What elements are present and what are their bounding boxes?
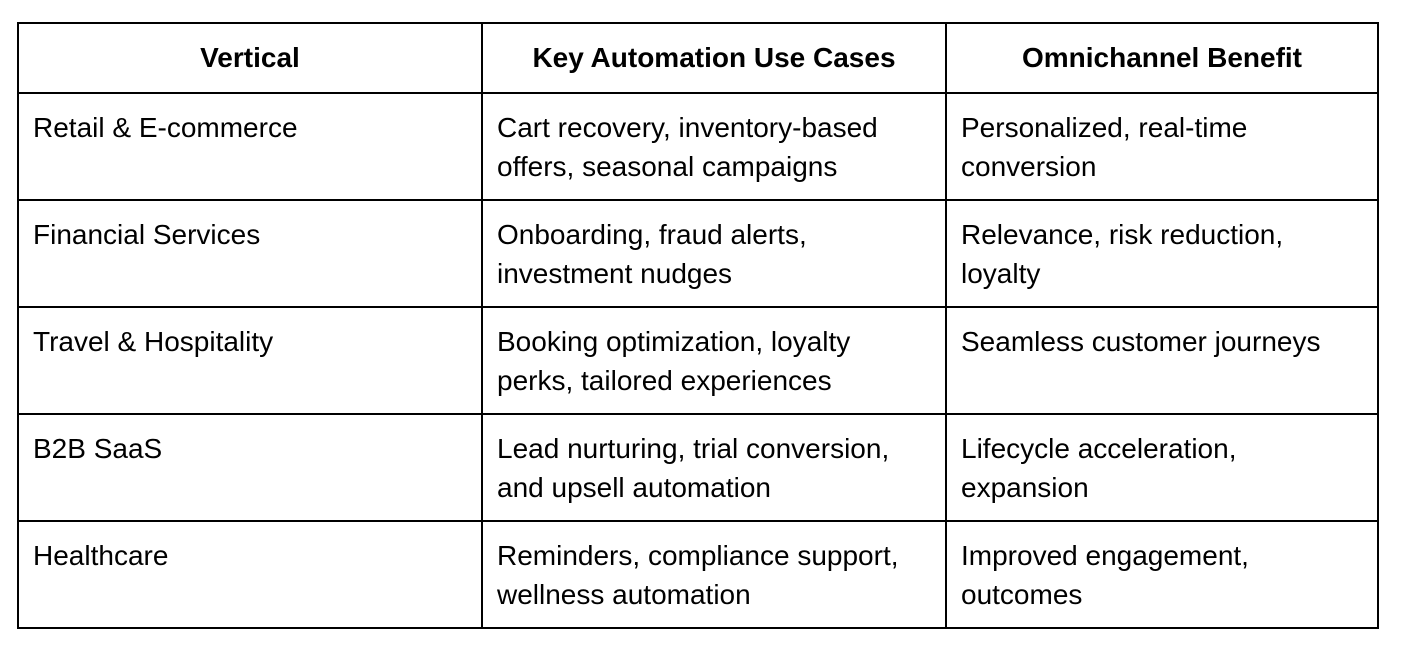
table-header-row: Vertical Key Automation Use Cases Omnich…: [17, 22, 1379, 94]
vertical-cell: Financial Services: [17, 199, 483, 308]
use-cases-cell: Onboarding, fraud alerts, investment nud…: [481, 199, 947, 308]
table-row: Financial Services Onboarding, fraud ale…: [17, 199, 1379, 308]
vertical-cell: Healthcare: [17, 520, 483, 629]
header-key-automation-use-cases: Key Automation Use Cases: [481, 22, 947, 94]
use-cases-cell: Lead nurturing, trial conversion, and up…: [481, 413, 947, 522]
vertical-cell: Travel & Hospitality: [17, 306, 483, 415]
header-omnichannel-benefit: Omnichannel Benefit: [945, 22, 1379, 94]
benefit-cell: Seamless customer journeys: [945, 306, 1379, 415]
use-cases-cell: Reminders, compliance support, wellness …: [481, 520, 947, 629]
header-vertical: Vertical: [17, 22, 483, 94]
use-cases-cell: Cart recovery, inventory-based offers, s…: [481, 92, 947, 201]
table-row: Travel & Hospitality Booking optimizatio…: [17, 306, 1379, 415]
vertical-cell: Retail & E-commerce: [17, 92, 483, 201]
benefit-cell: Relevance, risk reduction, loyalty: [945, 199, 1379, 308]
vertical-cell: B2B SaaS: [17, 413, 483, 522]
table-row: B2B SaaS Lead nurturing, trial conversio…: [17, 413, 1379, 522]
automation-verticals-table: Vertical Key Automation Use Cases Omnich…: [17, 22, 1379, 629]
benefit-cell: Improved engagement, outcomes: [945, 520, 1379, 629]
table-row: Retail & E-commerce Cart recovery, inven…: [17, 92, 1379, 201]
benefit-cell: Lifecycle acceleration, expansion: [945, 413, 1379, 522]
table-row: Healthcare Reminders, compliance support…: [17, 520, 1379, 629]
benefit-cell: Personalized, real-time conversion: [945, 92, 1379, 201]
use-cases-cell: Booking optimization, loyalty perks, tai…: [481, 306, 947, 415]
